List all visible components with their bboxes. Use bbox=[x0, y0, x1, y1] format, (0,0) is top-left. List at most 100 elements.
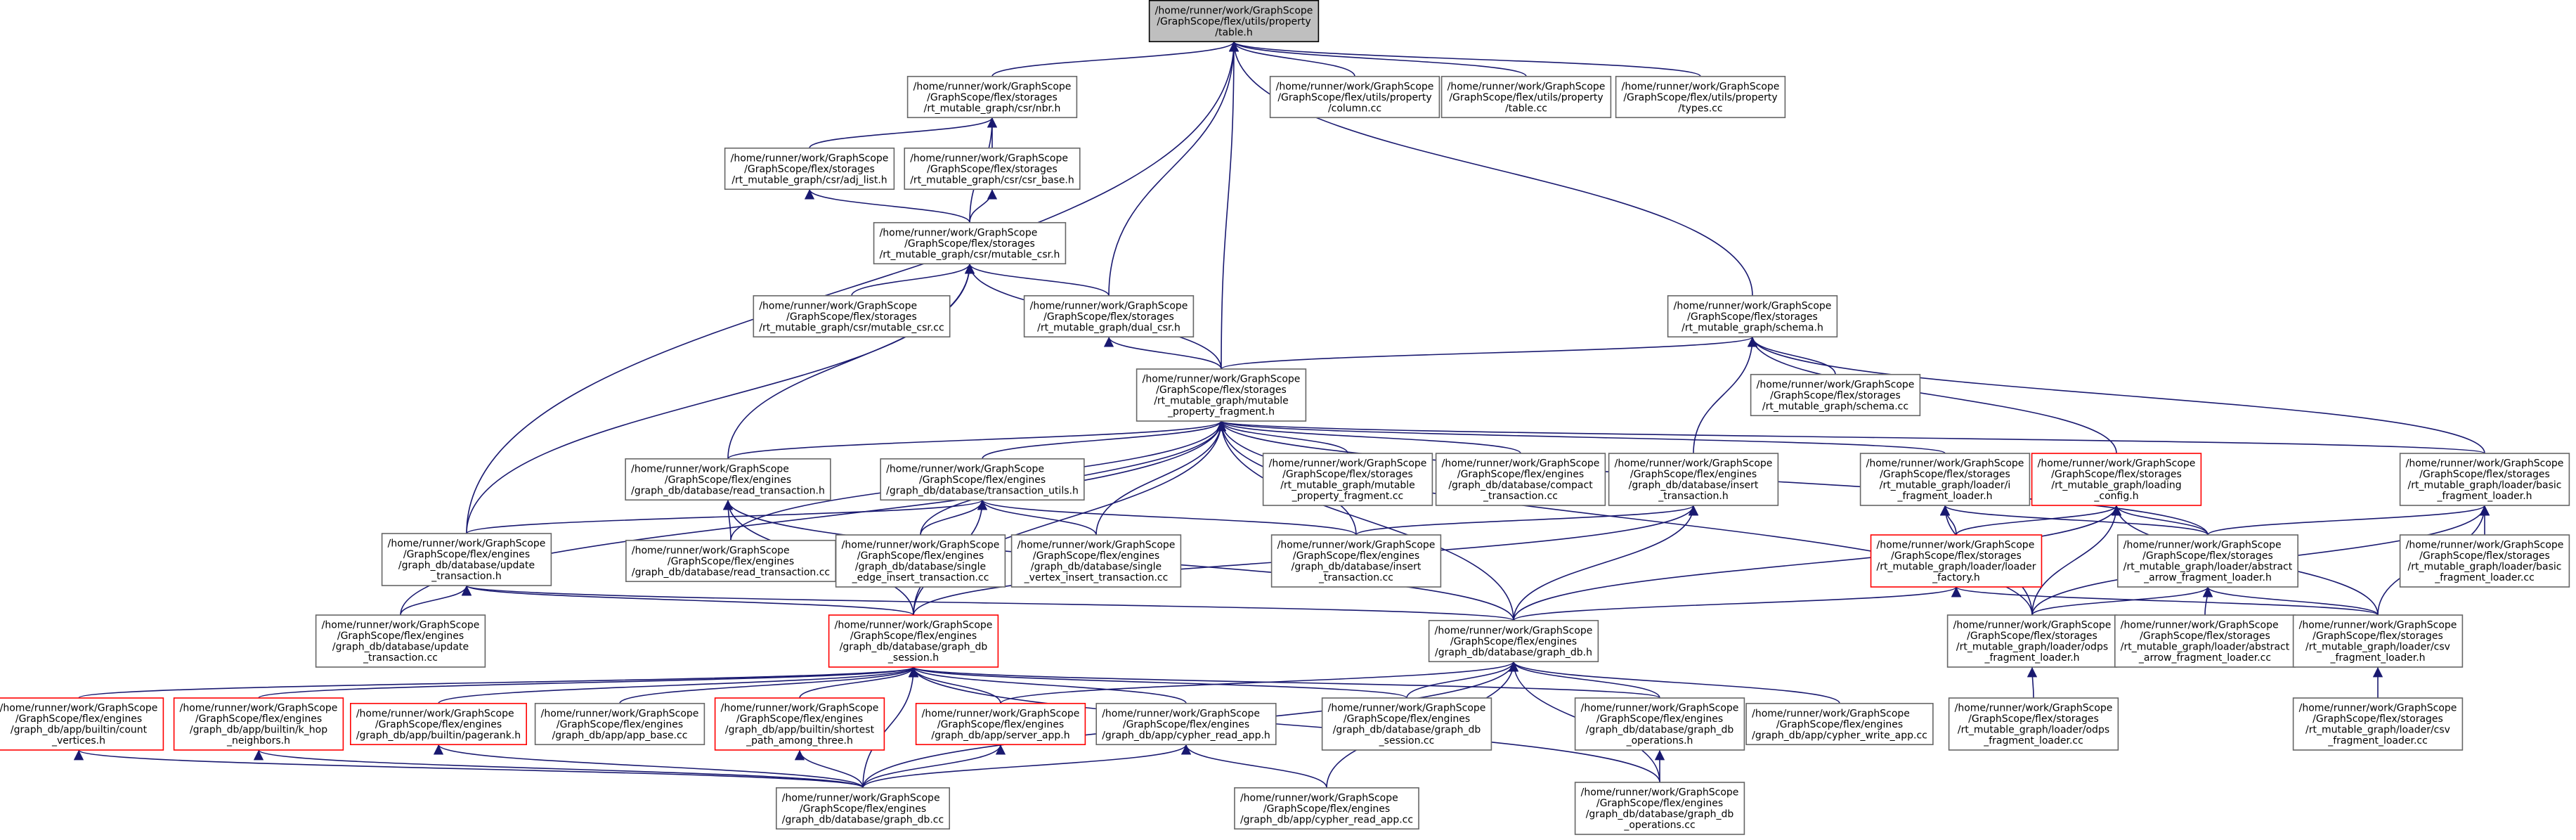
file-node-cypher-read-cc[interactable]: /home/runner/work/GraphScope/GraphScope/… bbox=[1234, 787, 1419, 830]
file-node-session-h[interactable]: /home/runner/work/GraphScope/GraphScope/… bbox=[828, 614, 999, 668]
file-node-single-edge-cc[interactable]: /home/runner/work/GraphScope/GraphScope/… bbox=[835, 534, 1006, 588]
node-box bbox=[1859, 453, 2031, 506]
node-box bbox=[350, 702, 527, 746]
file-node-single-vertex-cc[interactable]: /home/runner/work/GraphScope/GraphScope/… bbox=[1010, 534, 1182, 588]
file-node-insert-txn-h[interactable]: /home/runner/work/GraphScope/GraphScope/… bbox=[1608, 453, 1779, 506]
node-label-line: /home/runner/work/GraphScope bbox=[322, 620, 480, 631]
file-node-table-cc[interactable]: /home/runner/work/GraphScope/GraphScope/… bbox=[1440, 75, 1612, 119]
node-box bbox=[1262, 453, 1433, 506]
include-edge bbox=[1693, 337, 1758, 454]
file-node-mutable-csr-cc[interactable]: /home/runner/work/GraphScope/GraphScope/… bbox=[753, 295, 951, 338]
file-node-dual-csr[interactable]: /home/runner/work/GraphScope/GraphScope/… bbox=[1023, 295, 1195, 338]
file-node-abstract-loader-h[interactable]: /home/runner/work/GraphScope/GraphScope/… bbox=[2116, 534, 2299, 588]
file-node-session-cc[interactable]: /home/runner/work/GraphScope/GraphScope/… bbox=[1321, 697, 1492, 751]
node-label-line: _fragment_loader.h bbox=[2436, 491, 2532, 502]
node-box bbox=[534, 702, 705, 746]
node-label-line: /rt_mutable_graph/loader/abstract bbox=[2123, 562, 2293, 573]
node-label-line: /graph_db/database/graph_db bbox=[1333, 725, 1481, 736]
node-label-line: /GraphScope/flex/engines bbox=[665, 474, 791, 486]
node-label-line: /rt_mutable_graph/loader/csv bbox=[2305, 725, 2450, 736]
node-label-line: /GraphScope/flex/engines bbox=[337, 631, 464, 642]
node-label-line: /rt_mutable_graph/schema.h bbox=[1681, 322, 1823, 333]
file-node-csr-base[interactable]: /home/runner/work/GraphScope/GraphScope/… bbox=[904, 147, 1081, 190]
node-label-line: /graph_db/app/builtin/shortest bbox=[725, 725, 875, 736]
file-node-loader-factory[interactable]: /home/runner/work/GraphScope/GraphScope/… bbox=[1870, 534, 2043, 588]
file-node-csv-loader-cc[interactable]: /home/runner/work/GraphScope/GraphScope/… bbox=[2292, 697, 2464, 751]
include-edge bbox=[804, 188, 970, 224]
file-node-insert-txn-cc[interactable]: /home/runner/work/GraphScope/GraphScope/… bbox=[1270, 534, 1442, 588]
file-node-read-txn-h[interactable]: /home/runner/work/GraphScope/GraphScope/… bbox=[625, 458, 831, 501]
file-node-column-cc[interactable]: /home/runner/work/GraphScope/GraphScope/… bbox=[1269, 75, 1440, 119]
node-label-line: /GraphScope/flex/storages bbox=[927, 92, 1058, 103]
file-node-graph-db-h[interactable]: /home/runner/work/GraphScope/GraphScope/… bbox=[1428, 619, 1599, 663]
include-edge bbox=[1355, 505, 1698, 536]
node-box bbox=[315, 614, 486, 668]
file-node-basic-loader-h[interactable]: /home/runner/work/GraphScope/GraphScope/… bbox=[2399, 453, 2570, 506]
file-node-schema-h[interactable]: /home/runner/work/GraphScope/GraphScope/… bbox=[1667, 295, 1838, 338]
node-box bbox=[1010, 534, 1182, 588]
file-node-mpf-h[interactable]: /home/runner/work/GraphScope/GraphScope/… bbox=[1136, 368, 1307, 422]
node-box bbox=[2399, 453, 2570, 506]
node-label-line: /table.cc bbox=[1505, 103, 1547, 114]
file-node-cypher-write-cc[interactable]: /home/runner/work/GraphScope/GraphScope/… bbox=[1745, 702, 1934, 746]
include-edge bbox=[1000, 661, 1518, 704]
node-label-line: /home/runner/work/GraphScope bbox=[631, 463, 789, 474]
file-node-adj-list[interactable]: /home/runner/work/GraphScope/GraphScope/… bbox=[724, 147, 895, 190]
file-node-root[interactable]: /home/runner/work/GraphScope/GraphScope/… bbox=[1148, 0, 1320, 43]
file-node-k-hop[interactable]: /home/runner/work/GraphScope/GraphScope/… bbox=[173, 697, 344, 751]
node-label-line: /GraphScope/flex/engines bbox=[850, 631, 977, 642]
node-label-line: /GraphScope/flex/engines bbox=[857, 550, 984, 562]
include-edge bbox=[1747, 337, 1836, 375]
node-box bbox=[915, 702, 1086, 746]
file-node-types-cc[interactable]: /home/runner/work/GraphScope/GraphScope/… bbox=[1615, 75, 1786, 119]
include-edge bbox=[727, 264, 975, 459]
include-edge bbox=[1513, 505, 1699, 621]
node-label-line: /home/runner/work/GraphScope bbox=[880, 227, 1038, 238]
file-node-cypher-read-h[interactable]: /home/runner/work/GraphScope/GraphScope/… bbox=[1095, 702, 1277, 746]
file-node-app-base[interactable]: /home/runner/work/GraphScope/GraphScope/… bbox=[534, 702, 705, 746]
include-edge bbox=[1951, 586, 2379, 616]
node-label-line: /home/runner/work/GraphScope bbox=[1866, 458, 2024, 470]
node-box bbox=[1946, 614, 2118, 668]
file-node-ops-h[interactable]: /home/runner/work/GraphScope/GraphScope/… bbox=[1574, 697, 1745, 751]
node-label-line: /GraphScope/flex/storages bbox=[2051, 469, 2182, 480]
file-node-count-vertices[interactable]: /home/runner/work/GraphScope/GraphScope/… bbox=[0, 697, 164, 751]
file-node-loading-config[interactable]: /home/runner/work/GraphScope/GraphScope/… bbox=[2031, 453, 2202, 506]
include-edge bbox=[258, 666, 918, 699]
file-node-mutable-csr-h[interactable]: /home/runner/work/GraphScope/GraphScope/… bbox=[873, 221, 1067, 265]
include-edge bbox=[982, 420, 1227, 460]
file-node-update-txn-h[interactable]: /home/runner/work/GraphScope/GraphScope/… bbox=[381, 533, 552, 586]
file-node-csv-loader-h[interactable]: /home/runner/work/GraphScope/GraphScope/… bbox=[2292, 614, 2464, 668]
node-label-line: /GraphScope/flex/engines bbox=[15, 713, 142, 725]
file-node-schema-cc[interactable]: /home/runner/work/GraphScope/GraphScope/… bbox=[1750, 373, 1921, 417]
file-node-shortest-path[interactable]: /home/runner/work/GraphScope/GraphScope/… bbox=[714, 697, 885, 751]
file-node-i-frag-loader[interactable]: /home/runner/work/GraphScope/GraphScope/… bbox=[1859, 453, 2031, 506]
file-node-server-app[interactable]: /home/runner/work/GraphScope/GraphScope/… bbox=[915, 702, 1086, 746]
node-label-line: /home/runner/work/GraphScope bbox=[910, 153, 1068, 164]
file-node-odps-loader-cc[interactable]: /home/runner/work/GraphScope/GraphScope/… bbox=[1948, 697, 2119, 751]
node-label-line: /home/runner/work/GraphScope bbox=[1240, 792, 1398, 803]
node-label-line: /graph_db/database/update bbox=[332, 642, 469, 653]
file-node-mpf-cc[interactable]: /home/runner/work/GraphScope/GraphScope/… bbox=[1262, 453, 1433, 506]
file-node-graph-db-cc[interactable]: /home/runner/work/GraphScope/GraphScope/… bbox=[775, 787, 951, 830]
node-box bbox=[904, 147, 1081, 190]
file-node-nbr[interactable]: /home/runner/work/GraphScope/GraphScope/… bbox=[906, 75, 1078, 119]
file-node-abstract-loader-cc[interactable]: /home/runner/work/GraphScope/GraphScope/… bbox=[2114, 614, 2296, 668]
file-node-read-txn-cc[interactable]: /home/runner/work/GraphScope/GraphScope/… bbox=[625, 539, 836, 583]
file-node-pagerank[interactable]: /home/runner/work/GraphScope/GraphScope/… bbox=[350, 702, 527, 746]
file-node-ops-cc[interactable]: /home/runner/work/GraphScope/GraphScope/… bbox=[1574, 782, 1745, 835]
include-edge bbox=[991, 41, 1239, 77]
file-node-odps-loader-h[interactable]: /home/runner/work/GraphScope/GraphScope/… bbox=[1946, 614, 2118, 668]
node-label-line: /home/runner/work/GraphScope bbox=[886, 463, 1044, 474]
node-label-line: /GraphScope/flex/storages bbox=[744, 164, 875, 175]
node-box bbox=[1095, 702, 1277, 746]
file-node-compact-txn-cc[interactable]: /home/runner/work/GraphScope/GraphScope/… bbox=[1435, 453, 1606, 506]
file-node-txn-utils[interactable]: /home/runner/work/GraphScope/GraphScope/… bbox=[880, 458, 1085, 501]
node-label-line: /home/runner/work/GraphScope bbox=[913, 81, 1072, 92]
file-node-basic-loader-cc[interactable]: /home/runner/work/GraphScope/GraphScope/… bbox=[2399, 534, 2570, 588]
node-label-line: /GraphScope/flex/storages bbox=[1967, 631, 2097, 642]
file-node-update-txn-cc[interactable]: /home/runner/work/GraphScope/GraphScope/… bbox=[315, 614, 486, 668]
node-label-line: /graph_db/database/transaction_utils.h bbox=[886, 485, 1079, 496]
node-label-line: /GraphScope/flex/engines bbox=[1776, 719, 1903, 730]
